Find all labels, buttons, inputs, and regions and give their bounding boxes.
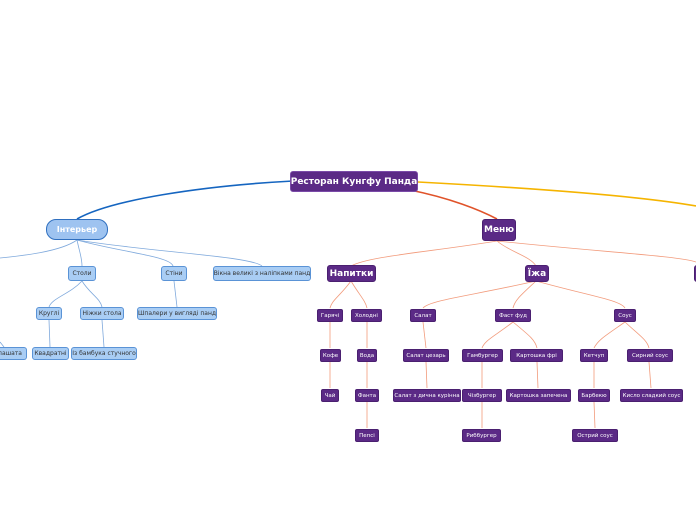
- cheese-sauce-node[interactable]: Сирний соус: [627, 349, 673, 362]
- coffee-node[interactable]: Кофе: [320, 349, 341, 362]
- link-interior-tables: [76, 239, 83, 267]
- link-tables-legs: [81, 280, 103, 308]
- bamboo-node[interactable]: Із бамбука стучного: [71, 347, 137, 360]
- salad-node[interactable]: Салат: [410, 309, 436, 322]
- wallpaper-node[interactable]: Шпалери у вигляді панд: [137, 307, 217, 320]
- link-sauce-ketchup: [593, 321, 626, 349]
- square-node[interactable]: Квадратні: [32, 347, 69, 360]
- legs-node[interactable]: Ніжки стола: [80, 307, 124, 320]
- link-bbq-spicy: [593, 401, 596, 429]
- pepsi-node[interactable]: Пепсі: [355, 429, 379, 442]
- link-drinks-cold: [350, 280, 368, 309]
- link-fastfood-hamburger: [481, 321, 514, 349]
- fanta-node[interactable]: Фанта: [355, 389, 379, 402]
- sauce-node[interactable]: Соус: [614, 309, 636, 322]
- link-menu-drinks: [350, 240, 498, 267]
- ketchup-node[interactable]: Кетчуп: [580, 349, 608, 362]
- link-interior-windows: [76, 239, 263, 267]
- link-caesar-chicken: [425, 361, 428, 389]
- cutoff-node[interactable]: пашата: [0, 347, 27, 360]
- walls-node[interactable]: Стіни: [161, 266, 187, 281]
- cheeseburger-node[interactable]: Чізбургер: [462, 389, 502, 402]
- link-root-interior: [76, 180, 294, 220]
- windows-node[interactable]: Вікна великі з наліпками панд: [213, 266, 311, 281]
- link-round-square: [48, 319, 51, 348]
- fishburger-node[interactable]: Риббургер: [462, 429, 501, 442]
- cold-node[interactable]: Холодні: [351, 309, 382, 322]
- water-node[interactable]: Вода: [357, 349, 377, 362]
- interior-node[interactable]: Інтерьер: [46, 219, 108, 240]
- link-walls-wallpaper: [173, 280, 178, 308]
- link-menu-right: [496, 240, 696, 263]
- link-food-fastfood: [512, 280, 537, 309]
- link-menu-food: [496, 240, 537, 267]
- tables-node[interactable]: Столи: [68, 266, 96, 281]
- link-interior-left: [0, 239, 78, 259]
- bbq-node[interactable]: Барбекю: [578, 389, 610, 402]
- link-root-right: [417, 181, 696, 207]
- link-food-salad: [422, 280, 537, 309]
- menu-node[interactable]: Меню: [482, 219, 516, 241]
- link-cheesesauce-sweetsour: [648, 361, 652, 389]
- fries-node[interactable]: Картошка фрі: [510, 349, 563, 362]
- chicken-salad-node[interactable]: Салат з дична курінна: [393, 389, 461, 402]
- link-root-menu: [409, 189, 498, 220]
- link-fries-baked: [536, 361, 539, 389]
- link-drinks-hot: [329, 280, 352, 309]
- sweet-sour-node[interactable]: Кисло сладкий соус: [620, 389, 683, 402]
- hamburger-node[interactable]: Гамбургер: [462, 349, 503, 362]
- link-fastfood-fries: [512, 321, 538, 349]
- baked-potato-node[interactable]: Картошка запечена: [506, 389, 571, 402]
- root-node[interactable]: Ресторан Кунгфу Панда: [290, 171, 418, 192]
- link-interior-walls: [76, 239, 174, 267]
- round-node[interactable]: Круглі: [36, 307, 62, 320]
- link-tables-round: [48, 280, 83, 308]
- tea-node[interactable]: Чай: [321, 389, 339, 402]
- link-salad-caesar: [422, 321, 427, 349]
- right-cut-node[interactable]: [694, 265, 696, 282]
- link-legs-bamboo: [101, 319, 105, 348]
- caesar-node[interactable]: Салат цезарь: [403, 349, 449, 362]
- fastfood-node[interactable]: Фаст фуд: [495, 309, 531, 322]
- link-sauce-cheese: [624, 321, 650, 349]
- link-food-sauce: [535, 280, 626, 309]
- food-node[interactable]: Їжа: [525, 265, 549, 282]
- spicy-sauce-node[interactable]: Острий соус: [572, 429, 618, 442]
- hot-node[interactable]: Гарячі: [317, 309, 343, 322]
- drinks-node[interactable]: Напитки: [327, 265, 376, 282]
- link-cutoff: [0, 341, 5, 348]
